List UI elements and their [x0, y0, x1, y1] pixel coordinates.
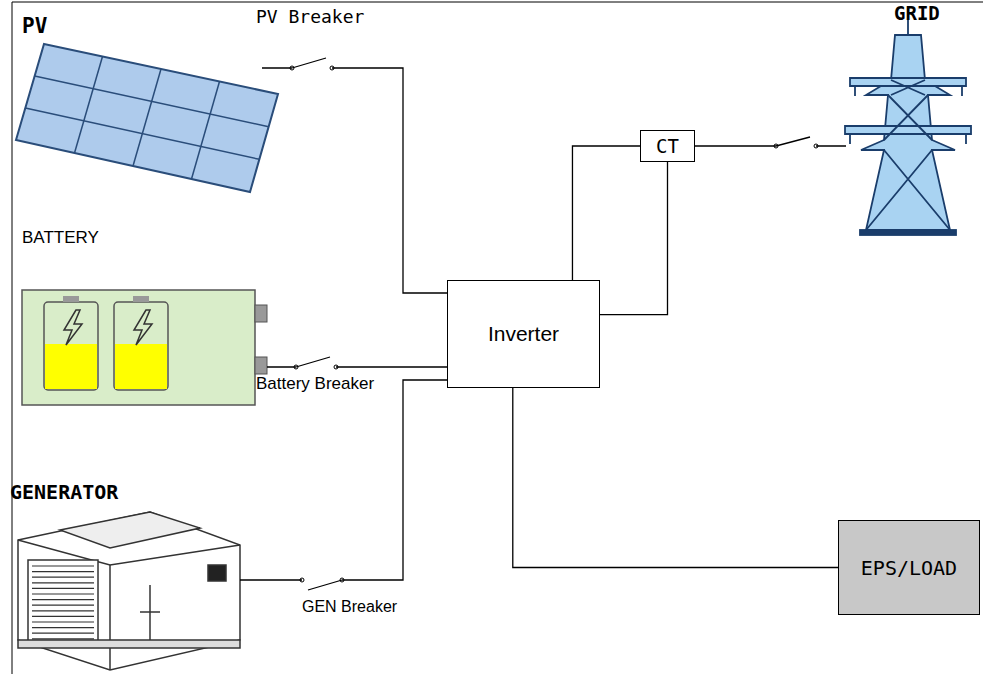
part-label: Battery Breaker	[256, 374, 374, 394]
vent-fin	[32, 610, 94, 611]
breaker-contact	[334, 365, 338, 369]
connector-wire	[600, 162, 668, 315]
battery-pack	[22, 290, 267, 405]
box-label: Inverter	[488, 322, 559, 346]
breaker-contact	[290, 66, 294, 70]
grid-tower	[845, 20, 971, 235]
frame-line	[12, 2, 983, 674]
pv-panel	[16, 44, 278, 192]
breaker-contact	[340, 578, 344, 582]
part-label: GENERATOR	[10, 480, 118, 504]
part-label: GEN Breaker	[302, 598, 397, 616]
generator-wire	[240, 380, 447, 590]
connector-wire	[513, 388, 838, 568]
component-box: EPS/LOAD	[838, 520, 980, 615]
vent-fin	[32, 627, 94, 628]
breaker-contact	[300, 578, 304, 582]
vent-fin	[32, 588, 94, 589]
panel-gridline	[25, 108, 259, 159]
part-label: GRID	[894, 2, 940, 24]
vent-fin	[32, 577, 94, 578]
breaker-contact	[330, 66, 334, 70]
vent-fin	[32, 621, 94, 622]
panel-gridline	[35, 76, 269, 127]
vent-fin	[32, 599, 94, 600]
part-label: PV Breaker	[256, 6, 364, 27]
pv-wire	[262, 58, 447, 293]
grid-wire	[695, 137, 846, 146]
component-box: Inverter	[447, 280, 600, 388]
breaker-contact	[814, 144, 818, 148]
part-label: PV	[22, 14, 47, 38]
component-box: CT	[640, 130, 695, 162]
generator-unit	[18, 512, 240, 670]
breaker-contact	[294, 365, 298, 369]
vent-fin	[32, 638, 94, 639]
panel-gridline	[75, 57, 103, 154]
vent-fin	[32, 571, 94, 572]
box-label: CT	[656, 135, 679, 157]
vent-fin	[32, 605, 94, 606]
vent-fin	[32, 593, 94, 594]
breaker-contact	[774, 144, 778, 148]
box-label: EPS/LOAD	[861, 556, 957, 580]
vent-fin	[32, 582, 94, 583]
part-label: BATTERY	[22, 228, 99, 248]
connector-wire	[572, 146, 640, 280]
vent-fin	[32, 633, 94, 634]
vent-fin	[32, 616, 94, 617]
vent-fin	[32, 565, 94, 566]
panel-gridline	[133, 69, 161, 166]
panel-gridline	[192, 82, 220, 180]
